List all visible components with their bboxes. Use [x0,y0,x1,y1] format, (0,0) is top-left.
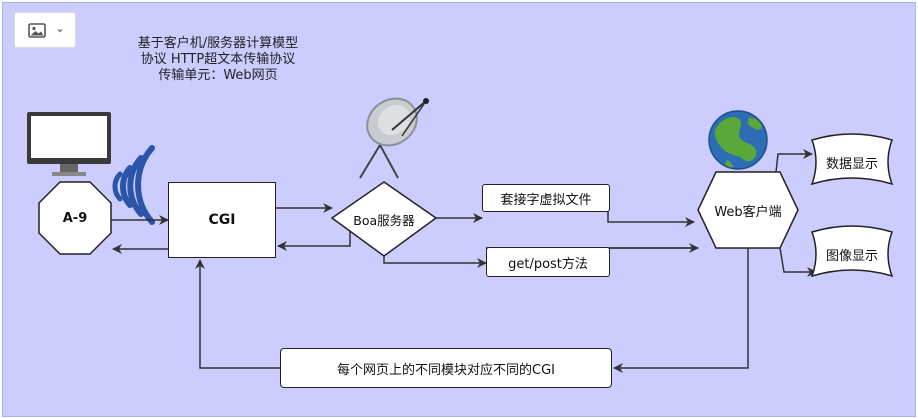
caption-model: 基于客户机/服务器计算模型 [137,36,299,51]
caption-unit: 传输单元：Web网页 [158,68,278,83]
image-display-node-label: 图像显示 [825,248,878,264]
cgi-node: CGI [168,182,276,258]
a9-node-label: A-9 [62,210,88,226]
globe-icon [708,110,768,170]
arrow-web-to-image-display [779,247,817,277]
cgi-mapping-note-node: 每个网页上的不同模块对应不同的CGI [280,348,612,388]
arrow-boa-to-getpost [383,256,487,268]
arrow-web-to-note [613,248,749,373]
image-menu-button[interactable] [14,12,76,48]
a9-node-shape [38,181,112,255]
wireless-signal-icon [112,145,155,225]
chevron-down-icon [57,29,63,33]
web-client-node-label: Web客户端 [714,204,782,220]
arrow-socket-to-web [607,208,695,227]
get-post-method-node: get/post方法 [486,247,610,277]
boa-node-label: Boa服务器 [353,212,415,228]
arrow-note-to-cgi [195,259,280,369]
arrow-boa-to-cgi [277,230,351,251]
caption-protocol: 协议 HTTP超文本传输协议 [140,52,296,67]
monitor-icon [27,112,111,176]
data-display-node-shape [810,133,894,186]
satellite-dish-icon [359,97,429,179]
data-display-node-label: 数据显示 [825,156,878,172]
arrow-web-to-data-display [775,149,813,173]
socket-virtual-file-node: 套接字虚拟文件 [482,184,610,212]
image-display-node-shape [810,225,894,278]
image-icon [28,23,46,38]
